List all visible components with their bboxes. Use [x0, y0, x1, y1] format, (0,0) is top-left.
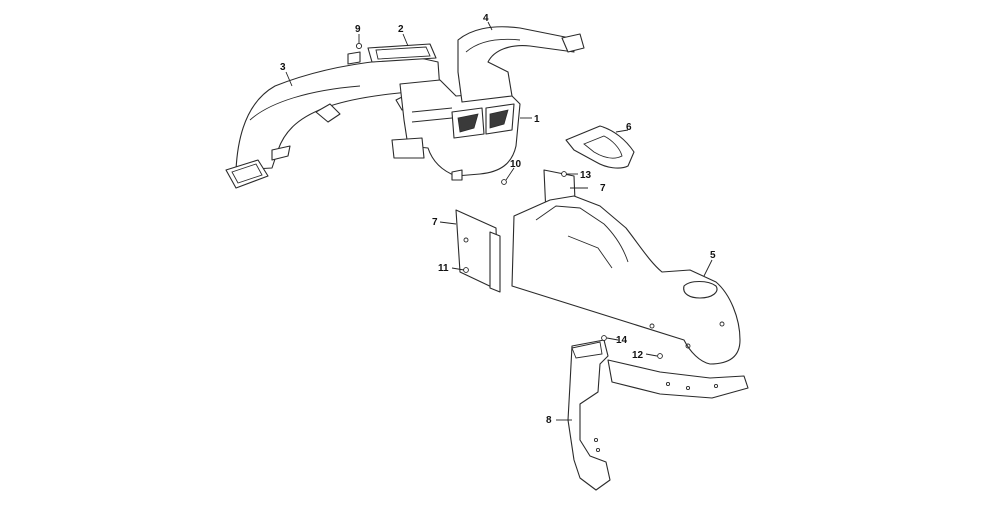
center-duct-distributor: [391, 79, 521, 181]
callout-11: 11: [438, 263, 449, 274]
callout-3: 3: [280, 62, 286, 73]
top-vent-outlet: [347, 43, 437, 65]
screw-11: [463, 267, 469, 273]
callout-9: 9: [355, 24, 361, 35]
callout-4: 4: [483, 13, 489, 24]
fasteners: [355, 42, 663, 359]
callout-7-front: 7: [432, 217, 438, 228]
callout-10: 10: [510, 159, 522, 170]
console-side-panel-front: [455, 209, 501, 293]
center-console: [511, 195, 741, 365]
screw-10: [501, 179, 507, 185]
screw-9: [355, 42, 363, 50]
callout-2: 2: [398, 24, 404, 35]
callout-13: 13: [580, 170, 592, 181]
callout-7-rear: 7: [600, 183, 606, 194]
callout-12: 12: [632, 350, 644, 361]
screw-12: [657, 353, 663, 359]
callout-14: 14: [616, 335, 628, 346]
lower-floor-duct: [567, 339, 749, 491]
upper-right-duct: [457, 26, 585, 103]
callout-1: 1: [534, 114, 540, 125]
cup-holder-bracket: [565, 125, 635, 169]
callout-labels: 1 2 3 4 5 6 7 7 8 9 10 11 12 13 14: [280, 13, 716, 426]
callout-6: 6: [626, 122, 632, 133]
callout-8: 8: [546, 415, 552, 426]
screw-13: [561, 171, 567, 177]
screw-14: [601, 335, 607, 341]
callout-5: 5: [710, 250, 716, 261]
leader-lines: [285, 21, 713, 421]
